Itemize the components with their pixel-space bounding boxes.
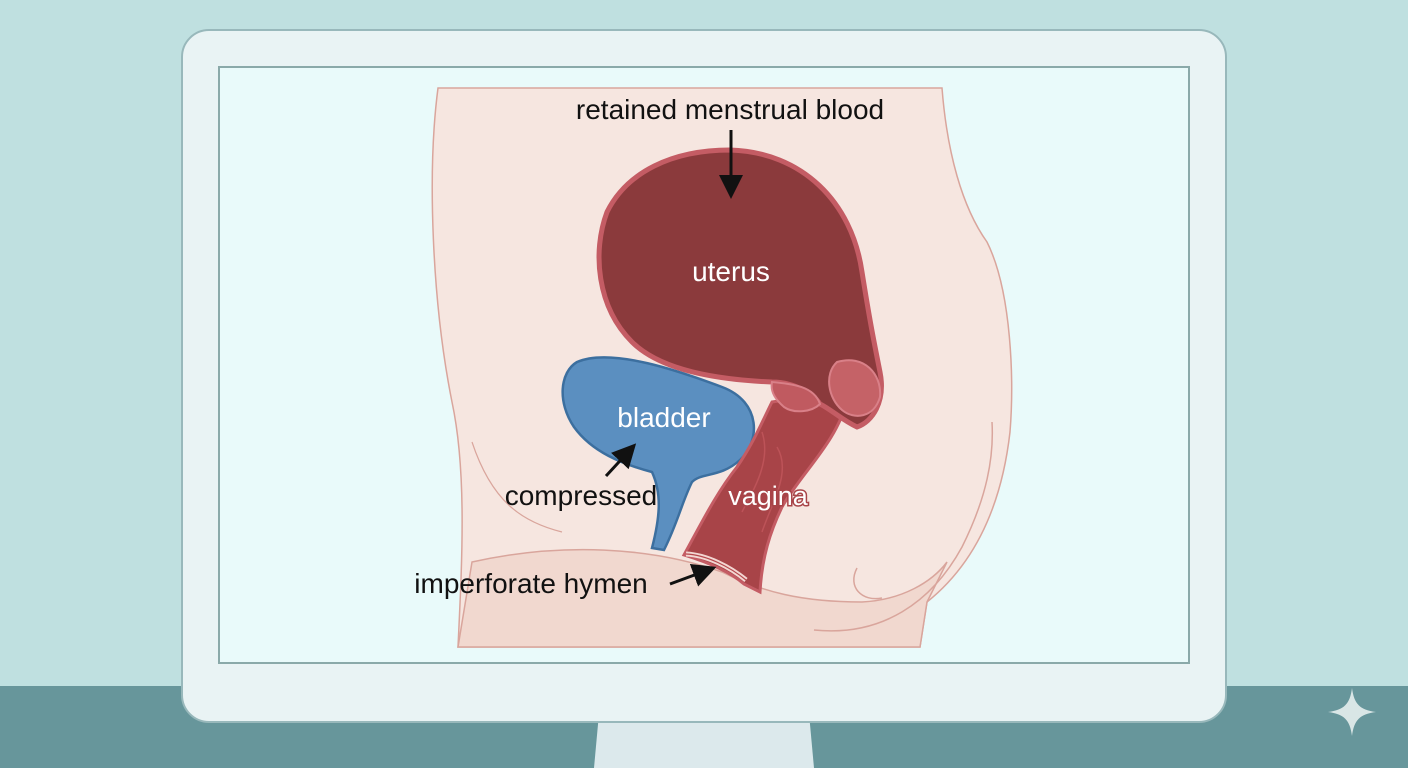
label-retained-blood: retained menstrual blood — [576, 94, 884, 125]
vagina-rugae — [741, 431, 784, 533]
skin-crease — [853, 567, 883, 600]
back-crease — [471, 441, 563, 533]
buttock-region — [457, 548, 948, 648]
buttock-fold — [813, 421, 994, 632]
anatomy-diagram: retained menstrual blood uterus bladder … — [414, 87, 1013, 648]
label-uterus: uterus — [692, 256, 770, 287]
label-compressed: compressed — [505, 480, 658, 511]
sparkle-icon — [1328, 688, 1376, 736]
monitor-stand — [594, 720, 814, 768]
monitor-screen: retained menstrual blood uterus bladder … — [218, 66, 1190, 664]
label-imperforate-hymen: imperforate hymen — [414, 568, 647, 599]
label-vagina: vagina — [728, 481, 809, 511]
arrow-compressed — [604, 443, 637, 478]
hymen-membrane-edge — [685, 553, 747, 581]
label-bladder: bladder — [617, 402, 710, 433]
cervix-shape — [828, 359, 882, 417]
arrow-hymen — [669, 563, 717, 587]
bladder-shape — [561, 356, 756, 552]
uterine-neck — [770, 380, 822, 413]
